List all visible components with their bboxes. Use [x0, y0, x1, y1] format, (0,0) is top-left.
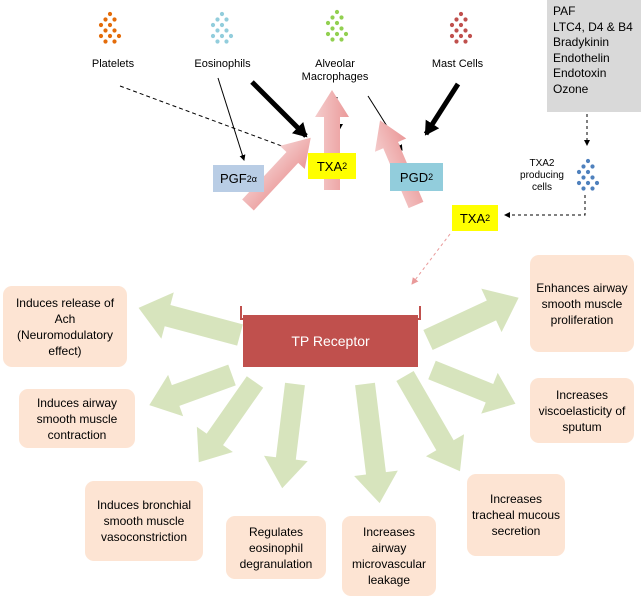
arrow-to-release-ach: [138, 292, 243, 346]
outcome-eosinophil-degranulation: Regulates eosinophil degranulation: [226, 516, 326, 579]
platelets-label: Platelets: [91, 58, 135, 70]
stimuli-box: PAF LTC4, D4 & B4 Bradykinin Endothelin …: [547, 0, 641, 112]
outcome-release-ach: Induces release of Ach (Neuromodulatory …: [3, 286, 127, 367]
stimulus-item: LTC4, D4 & B4: [553, 19, 633, 34]
macrophage-cell-icon: [325, 9, 349, 42]
pgf2a-sub: 2α: [246, 173, 257, 184]
outcome-airway-contraction: Induces airway smooth muscle contraction: [19, 389, 135, 448]
platelet-cell-icon: [98, 11, 122, 44]
outcome-sputum-viscoelasticity: Increases viscoelasticity of sputum: [530, 378, 634, 443]
outcome-microvascular-leakage: Increases airway microvascular leakage: [342, 516, 436, 596]
arrow-to-tracheal: [396, 371, 465, 472]
tp-receptor: TP Receptor: [243, 315, 418, 367]
alveolar-line1: Alveolar: [315, 58, 355, 70]
txa2-top-main: TXA: [316, 158, 343, 174]
txa2-producing-line1: TXA2: [529, 158, 555, 169]
outcome-tracheal-secretion: Increases tracheal mucous secretion: [467, 474, 565, 556]
pgd2-sub: 2: [428, 172, 434, 182]
txa2-right-to-receptor-arrow: [411, 233, 451, 285]
txa2-producing-line2: producing: [520, 170, 564, 181]
mast-cells-label: Mast Cells: [431, 58, 484, 70]
txa2-producing-line3: cells: [531, 182, 552, 193]
outcome-bronchial-vasoconstriction: Induces bronchial smooth muscle vasocons…: [85, 481, 203, 561]
stimulus-item: PAF: [553, 4, 576, 18]
outcome-smooth-muscle-proliferation: Enhances airway smooth muscle proliferat…: [530, 255, 634, 352]
mast-cell-icon: [449, 11, 473, 44]
mast-to-pgd-arrow: [423, 82, 461, 136]
txa2-to-receptor-arrow: [315, 90, 349, 190]
alveolar-macrophages-label: Alveolar Macrophages: [290, 58, 380, 84]
stimulus-item: Ozone: [553, 81, 589, 96]
txa2-top-sub: 2: [342, 161, 348, 171]
pgf-to-receptor-arrow: [242, 137, 311, 211]
pgf2a-main: PGF: [220, 171, 247, 186]
txa2-producing-cells-label: TXA2 producing cells: [512, 158, 572, 194]
arrow-to-airway-contraction: [149, 364, 236, 417]
eosinophil-cell-icon: [210, 11, 234, 44]
pgd2-main: PGD: [399, 169, 429, 185]
txa2-right-sub: 2: [485, 213, 491, 223]
platelets-to-txa2-arrow: [119, 85, 299, 154]
stimulus-item: Endothelin: [553, 50, 610, 65]
txa2-right-main: TXA: [459, 210, 486, 226]
stimulus-item: Bradykinin: [553, 35, 610, 49]
arrow-to-sputum: [428, 360, 516, 414]
eosinophils-label: Eosinophils: [194, 58, 251, 70]
alveolar-line2: Macrophages: [301, 71, 369, 83]
arrow-to-bronchial-vaso: [196, 376, 264, 463]
txa2-producing-cell-icon: [576, 158, 600, 191]
arrow-to-leakage: [354, 382, 398, 504]
arrow-to-eosinophil: [264, 382, 308, 489]
arrow-to-proliferation: [423, 288, 519, 350]
eosinophils-to-txa2-arrow: [250, 80, 308, 138]
cells-to-txa2-arrow: [504, 195, 586, 218]
stimulus-item: Endotoxin: [553, 66, 607, 80]
eosinophils-to-pgf-arrow: [217, 77, 246, 161]
